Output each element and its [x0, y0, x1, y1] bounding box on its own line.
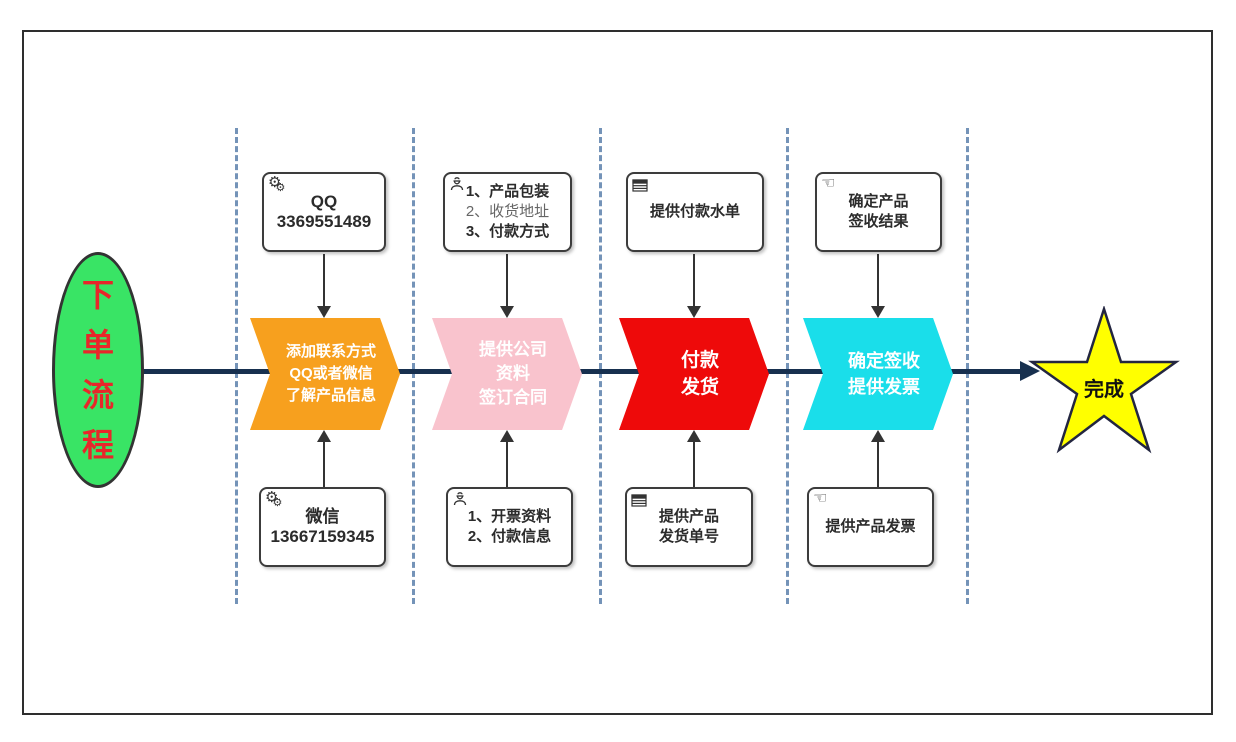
- connector-line: [506, 254, 508, 308]
- stage1-chevron-text: 了解产品信息: [285, 387, 376, 404]
- stage4-top-box-text: 签收结果: [848, 213, 909, 230]
- lane-divider: [412, 128, 415, 604]
- stage1-chevron: 添加联系方式 QQ或者微信 了解产品信息: [250, 318, 400, 430]
- stage3-bottom-box-text: 发货单号: [658, 528, 719, 545]
- stage2-bottom-box-text: 1、开票资料: [467, 508, 552, 525]
- arrow-up-icon: [500, 430, 514, 442]
- pointing-hand-icon: ☜: [813, 490, 828, 507]
- stage4-chevron-text: 确定签收: [848, 351, 920, 371]
- stage4-bottom-box-text: 提供产品发票: [825, 518, 916, 535]
- main-flow-line: [143, 369, 1022, 374]
- lane-divider: [786, 128, 789, 604]
- arrow-up-icon: [871, 430, 885, 442]
- end-node-label: 完成: [1084, 379, 1124, 401]
- stage2-bottom-box: 1、开票资料 2、付款信息: [446, 487, 573, 567]
- connector-line: [693, 441, 695, 487]
- arrow-up-icon: [317, 430, 331, 442]
- connector-line: [877, 441, 879, 487]
- stage4-chevron: 确定签收 提供发票: [803, 318, 953, 430]
- stage1-bottom-box-text: 微信: [305, 507, 340, 526]
- lane-divider: [235, 128, 238, 604]
- arrow-down-icon: [871, 306, 885, 318]
- stage3-bottom-box-text: 提供产品: [658, 508, 719, 525]
- stage1-bottom-box: ⚙⚙ 微信 13667159345: [259, 487, 386, 567]
- arrow-down-icon: [317, 306, 331, 318]
- stage1-top-box: ⚙⚙ QQ 3369551489: [262, 172, 386, 252]
- connector-line: [877, 254, 879, 308]
- stage4-chevron-text: 提供发票: [848, 377, 920, 397]
- stage2-chevron-text: 提供公司: [479, 340, 547, 359]
- stage2-top-box-text: 1、产品包装: [465, 183, 550, 200]
- start-node-char: 下: [81, 277, 114, 313]
- stage2-chevron: 提供公司 资料 签订合同: [432, 318, 582, 430]
- stage2-chevron-text: 签订合同: [479, 388, 547, 407]
- arrow-down-icon: [687, 306, 701, 318]
- start-node-char: 单: [81, 327, 114, 363]
- table-icon: [631, 494, 647, 507]
- stage1-top-box-text: QQ: [310, 192, 338, 211]
- engineer-icon: [449, 176, 465, 192]
- stage2-top-box: 1、产品包装 2、收货地址 3、付款方式: [443, 172, 572, 252]
- stage3-bottom-box: 提供产品 发货单号: [625, 487, 753, 567]
- arrow-up-icon: [687, 430, 701, 442]
- stage4-top-box: ☜ 确定产品 签收结果: [815, 172, 942, 252]
- connector-line: [323, 441, 325, 487]
- arrow-down-icon: [500, 306, 514, 318]
- stage2-bottom-box-text: 2、付款信息: [467, 528, 552, 545]
- pointing-hand-icon: ☜: [821, 175, 836, 192]
- lane-divider: [599, 128, 602, 604]
- connector-line: [506, 441, 508, 487]
- stage1-chevron-text: 添加联系方式: [285, 343, 376, 360]
- table-icon: [632, 179, 648, 192]
- stage4-top-box-text: 确定产品: [848, 193, 909, 210]
- stage2-chevron-text: 资料: [496, 364, 530, 383]
- stage2-top-box-text: 3、付款方式: [465, 223, 550, 240]
- connector-line: [323, 254, 325, 308]
- main-flow-arrowhead-icon: [1020, 361, 1040, 381]
- start-node: 下 单 流 程: [52, 252, 144, 488]
- stage2-top-box-text: 2、收货地址: [465, 203, 550, 220]
- stage3-chevron-text: 付款: [680, 350, 719, 371]
- stage3-top-box: 提供付款水单: [626, 172, 764, 252]
- stage3-chevron-text: 发货: [680, 377, 719, 398]
- connector-line: [693, 254, 695, 308]
- gears-icon: ⚙⚙: [265, 489, 283, 509]
- lane-divider: [966, 128, 969, 604]
- start-node-char: 流: [81, 377, 114, 413]
- stage1-chevron-text: QQ或者微信: [289, 365, 373, 382]
- stage1-top-box-text: 3369551489: [276, 212, 372, 231]
- stage3-chevron: 付款 发货: [619, 318, 769, 430]
- start-node-char: 程: [81, 427, 114, 463]
- star-shape: [1028, 304, 1180, 454]
- stage4-bottom-box: ☜ 提供产品发票: [807, 487, 934, 567]
- stage1-bottom-box-text: 13667159345: [270, 527, 375, 546]
- gears-icon: ⚙⚙: [268, 174, 286, 194]
- stage3-top-box-text: 提供付款水单: [649, 203, 740, 220]
- end-node-star: [1028, 304, 1180, 458]
- engineer-icon: [452, 491, 468, 507]
